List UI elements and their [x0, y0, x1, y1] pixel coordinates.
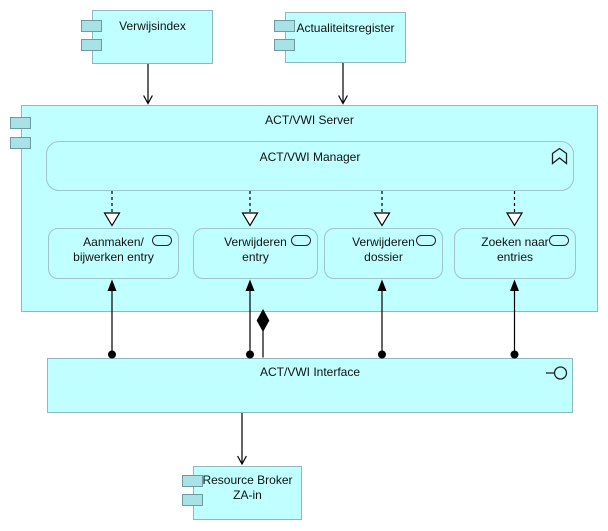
component-icon	[182, 475, 203, 487]
node-act-vwi-server: ACT/VWI Server ACT/VWI Manager Aanmaken/…	[10, 105, 598, 312]
component-icon	[10, 137, 31, 149]
node-resource-broker-za-in: Resource Broker ZA-in	[182, 466, 302, 520]
service-oval-icon	[549, 235, 569, 246]
service-oval-icon	[416, 235, 436, 246]
service-oval-icon	[291, 235, 311, 246]
node-label: Aanmaken/ bijwerken entry	[73, 235, 154, 264]
serving-arrow-interface-to-resource-broker	[237, 413, 247, 466]
node-service-verwijderen-dossier: Verwijderen dossier	[324, 228, 443, 279]
node-label: ACT/VWI Server	[265, 113, 354, 127]
node-label: Verwijderen entry	[224, 235, 287, 264]
component-icon	[10, 117, 31, 129]
node-service-zoeken-naar-entries: Zoeken naar entries	[454, 228, 576, 279]
node-service-verwijderen-entry: Verwijderen entry	[193, 228, 318, 279]
node-act-vwi-manager: ACT/VWI Manager	[46, 141, 574, 191]
node-actualiteitsregister: Actualiteitsregister	[274, 12, 406, 63]
node-label: Verwijsindex	[119, 19, 186, 33]
node-label: ACT/VWI Interface	[259, 365, 361, 379]
composition-diamond-server-to-interface	[256, 308, 270, 358]
component-icon	[81, 39, 102, 51]
serving-arrow-verwijsindex-to-server	[143, 64, 153, 105]
function-icon	[551, 147, 568, 168]
serving-arrow-actualiteitsregister-to-server	[338, 63, 348, 105]
interface-lollipop-icon	[546, 366, 568, 383]
node-label: Actualiteitsregister	[296, 21, 395, 35]
node-verwijsindex: Verwijsindex	[81, 10, 213, 64]
node-label: ACT/VWI Manager	[259, 150, 361, 164]
node-service-aanmaken-bijwerken-entry: Aanmaken/ bijwerken entry	[48, 228, 179, 279]
component-icon	[274, 20, 295, 32]
component-icon	[81, 20, 102, 32]
node-label: Resource Broker ZA-in	[202, 473, 293, 502]
component-icon	[274, 39, 295, 51]
service-oval-icon	[152, 235, 172, 246]
node-label: Verwijderen dossier	[352, 235, 415, 264]
node-act-vwi-interface: ACT/VWI Interface	[47, 358, 573, 413]
component-icon	[182, 494, 203, 506]
node-label: Zoeken naar entries	[481, 235, 549, 264]
